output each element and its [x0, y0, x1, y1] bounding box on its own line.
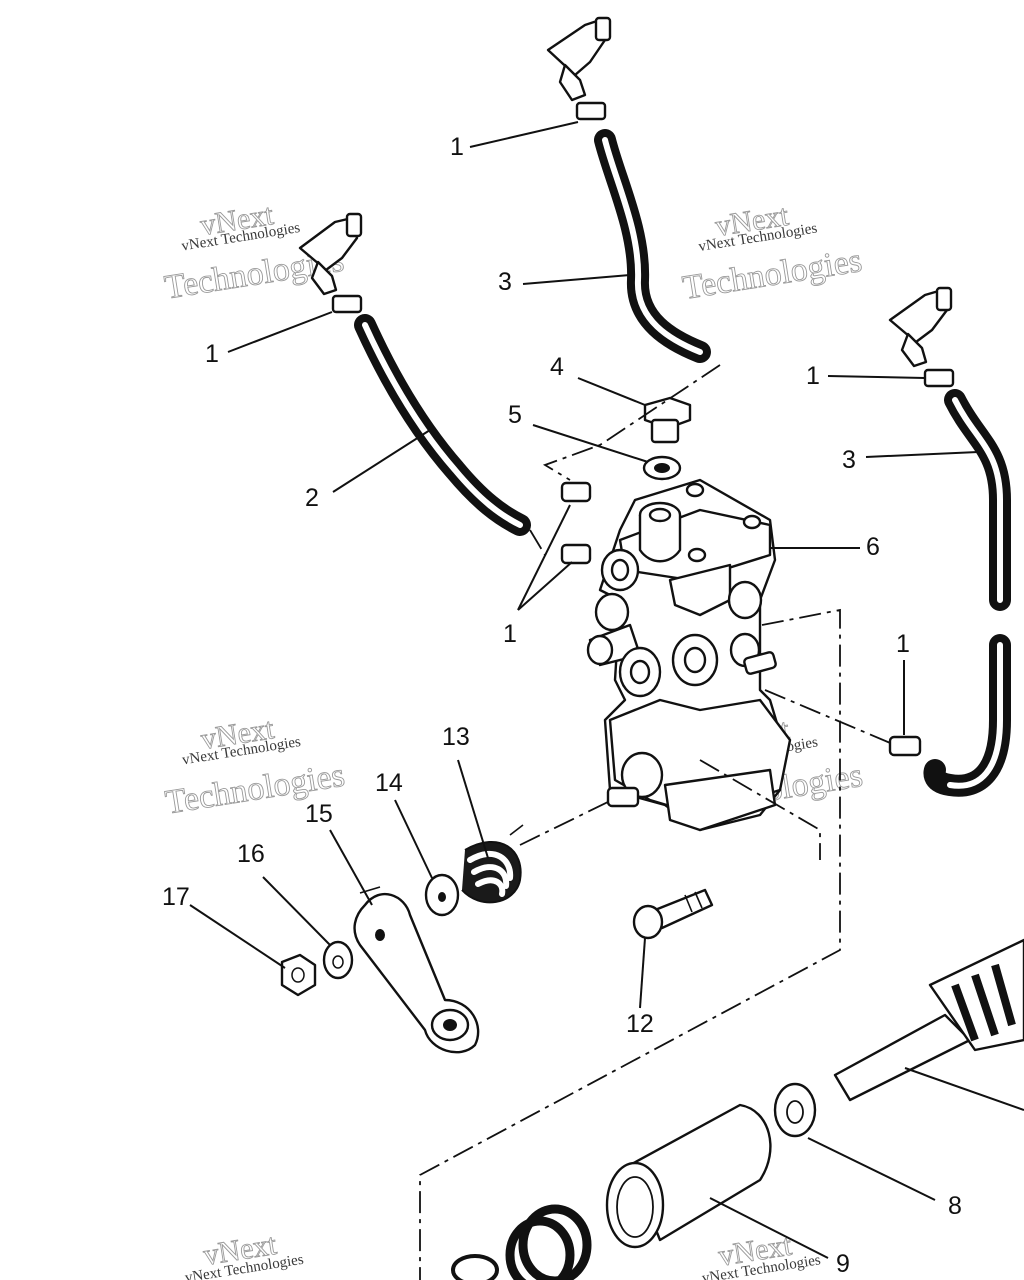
- callout-label: 17: [162, 883, 190, 911]
- callout-label: 14: [375, 769, 403, 797]
- watermark-bottom-right: vNext vNext Technologies: [701, 1228, 822, 1280]
- callout-label: 6: [866, 533, 880, 561]
- bleeder-fitting-right: [888, 286, 955, 388]
- callout-label: 5: [508, 401, 522, 429]
- nut-17: [280, 953, 317, 997]
- callout-label: 2: [305, 484, 319, 512]
- washer-16: [322, 940, 354, 980]
- callout-label: 1: [806, 362, 820, 390]
- hose-2-left: [354, 314, 531, 536]
- callout-label: 1: [205, 340, 219, 368]
- valve-body: [586, 478, 792, 832]
- sleeve-9: [605, 1103, 772, 1249]
- callout-label: 15: [305, 800, 333, 828]
- clamp-left-upper: [560, 481, 592, 503]
- lever-arm-15: [353, 886, 480, 1054]
- callout-label: 1: [450, 133, 464, 161]
- bolt-4: [643, 396, 692, 444]
- leader-lines: [189, 121, 1024, 1259]
- callout-label: 8: [948, 1192, 962, 1220]
- clamp-left-lower: [560, 543, 592, 565]
- watermark-bottom-left: vNext vNext Technologies: [184, 1227, 305, 1280]
- screw-12: [632, 888, 714, 940]
- callout-label: 16: [237, 840, 265, 868]
- watermark-top-right: vNext vNext Technologies Technologies: [680, 198, 865, 307]
- spring-13: [461, 824, 524, 904]
- washer-14: [424, 873, 460, 917]
- hose-3-right: [923, 389, 1011, 797]
- callout-label: 1: [896, 630, 910, 658]
- assembly-lines: [419, 364, 896, 1280]
- clamp-right: [888, 735, 922, 757]
- washer-5-hole: [654, 463, 670, 473]
- callout-label: 3: [498, 268, 512, 296]
- callout-labels: 1 3 1 2 3 4 5 6 1 1 1 13 14 15 16 17 12 …: [162, 133, 962, 1278]
- callout-label: 9: [836, 1250, 850, 1278]
- bleeder-fitting-left: [298, 212, 363, 314]
- spring-bottom: [451, 1204, 592, 1280]
- callout-label: 1: [503, 620, 517, 648]
- gear-shaft: [833, 938, 1024, 1102]
- hose-3-top: [594, 129, 711, 363]
- callout-label: 12: [626, 1010, 654, 1038]
- washer-8: [773, 1082, 817, 1138]
- callout-label: 13: [442, 723, 470, 751]
- callout-label: 3: [842, 446, 856, 474]
- callout-label: 4: [550, 353, 564, 381]
- bleeder-fitting-top: [546, 16, 612, 121]
